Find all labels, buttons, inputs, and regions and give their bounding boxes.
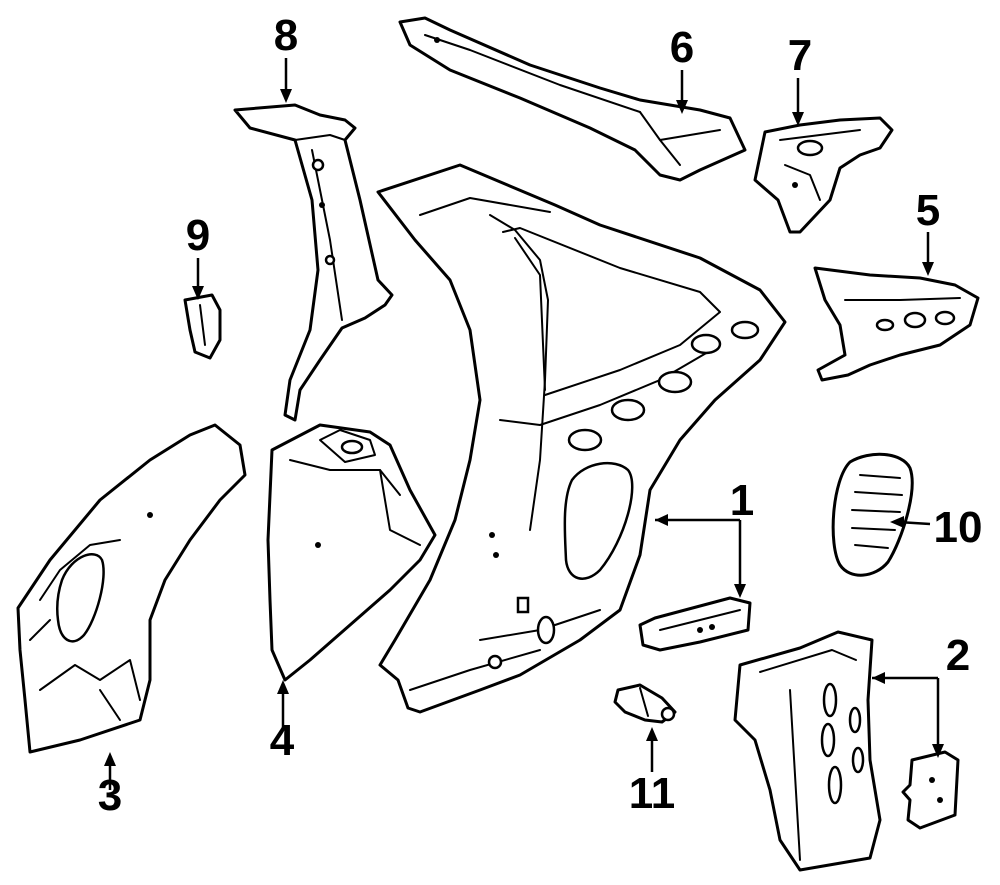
part-11-sensor <box>613 683 677 724</box>
callout-5: 5 <box>916 186 940 235</box>
callout-7: 7 <box>788 31 812 80</box>
callout-3: 3 <box>98 771 122 820</box>
callout-4: 4 <box>270 716 295 765</box>
callout-9: 9 <box>186 211 210 260</box>
callout-11: 11 <box>629 769 676 818</box>
callout-2: 2 <box>946 631 970 680</box>
part-2-bracket <box>901 750 960 830</box>
part-1-bracket <box>638 596 752 652</box>
part-8-pillar-upper <box>233 103 394 422</box>
callout-8: 8 <box>274 11 298 60</box>
leader-lines <box>104 58 944 790</box>
part-3-wheelhouse <box>16 423 247 754</box>
part-4-pillar-lower <box>266 423 437 682</box>
callout-10: 10 <box>934 503 983 552</box>
part-7-upper-bracket <box>753 116 894 234</box>
part-1-quarter-panel <box>376 163 787 714</box>
part-2-inner-panel <box>733 630 882 872</box>
part-5-bracket <box>813 266 980 382</box>
part-10-vent-grille <box>831 452 914 577</box>
part-6-roof-rail <box>398 16 747 182</box>
part-9-clip <box>183 293 222 360</box>
callout-6: 6 <box>670 23 694 72</box>
callout-1: 1 <box>730 476 754 525</box>
